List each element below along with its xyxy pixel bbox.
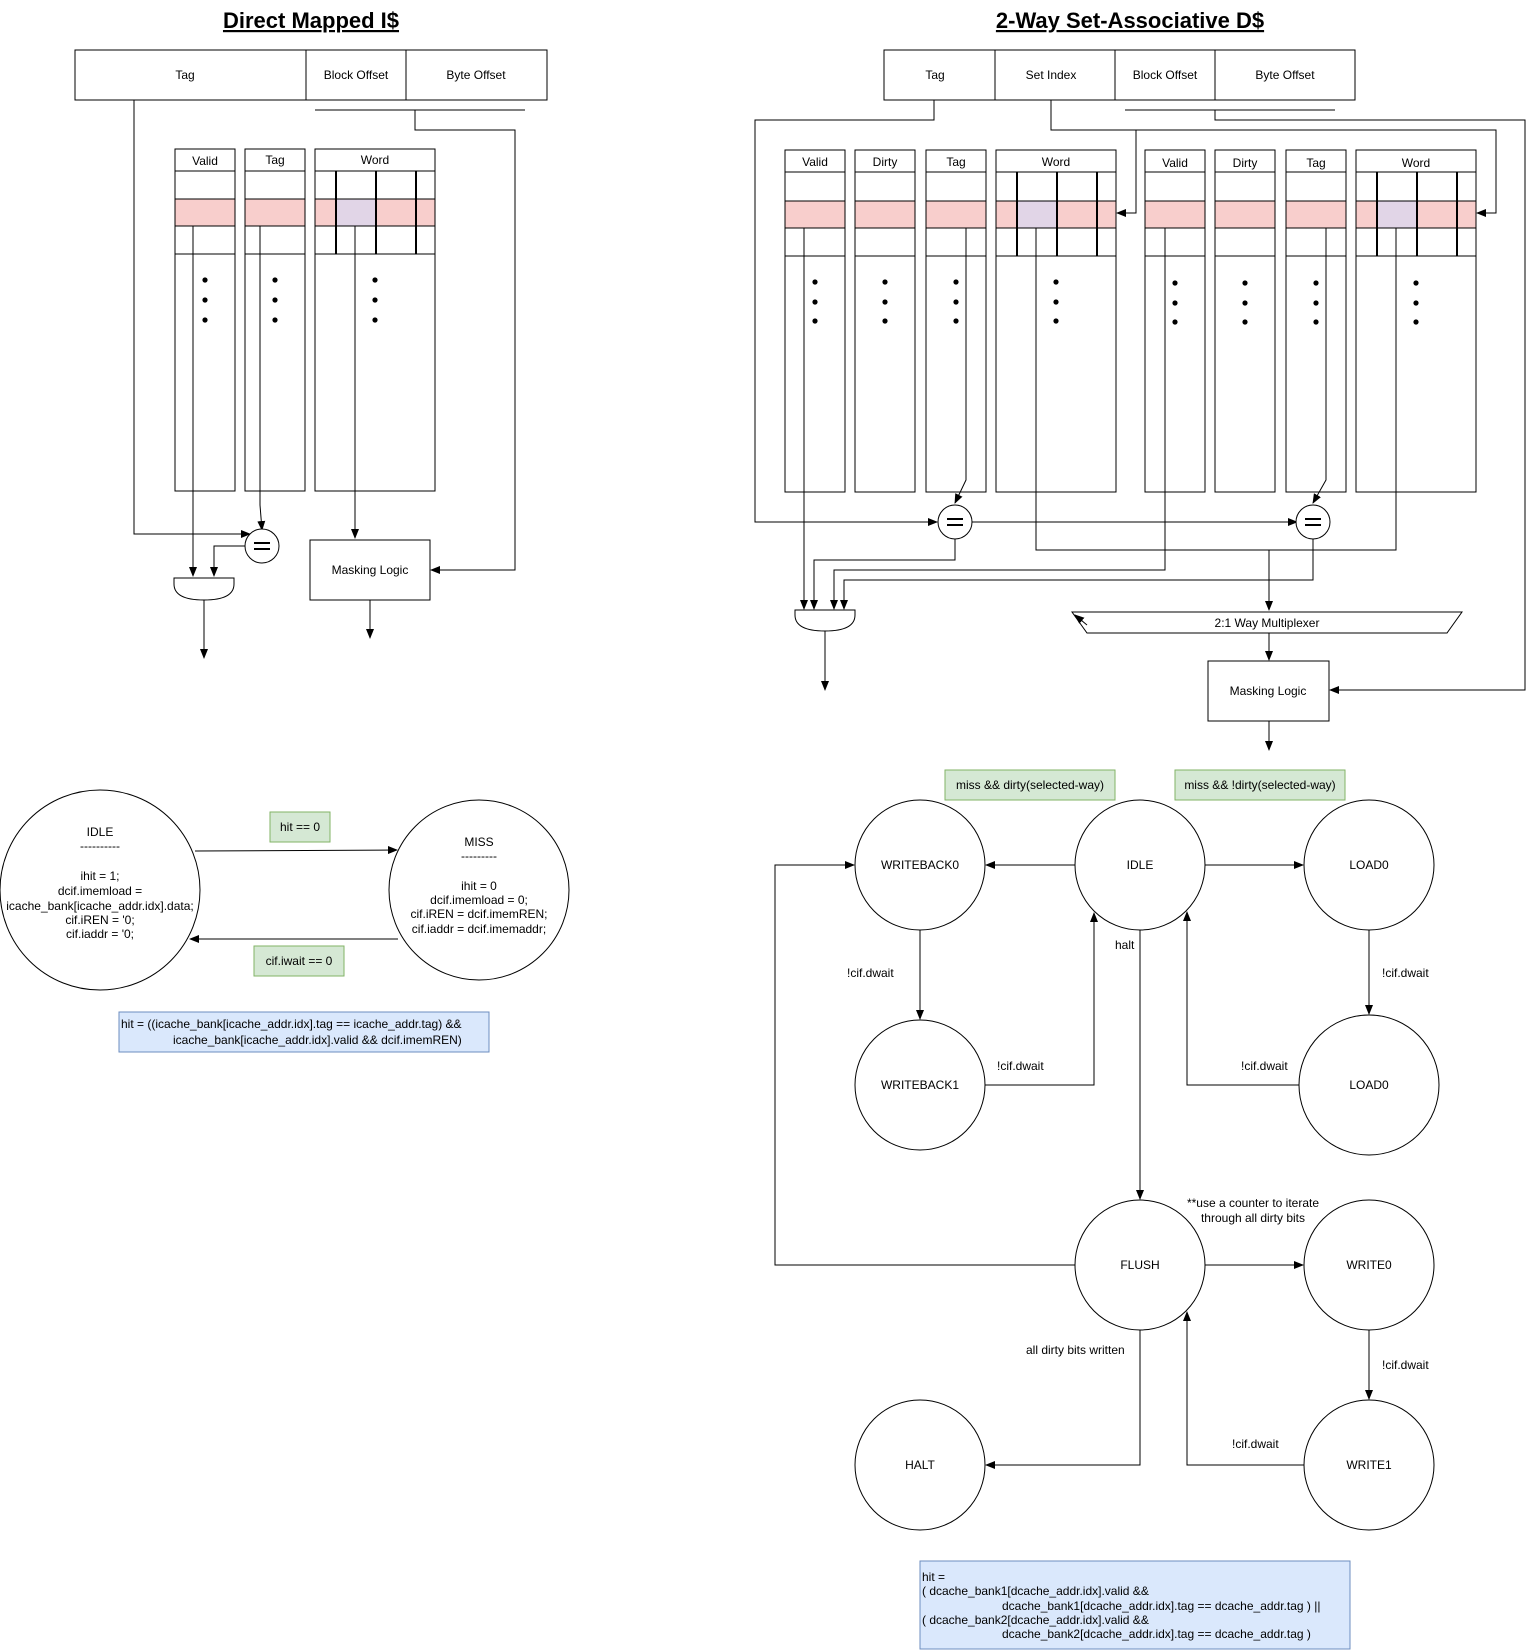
- icache-col-tag: Tag: [265, 153, 284, 167]
- dcache-cond-dirty: miss && dirty(selected-way): [956, 778, 1104, 792]
- dcache-lbl-load0-dwait: !cif.dwait: [1382, 966, 1429, 980]
- dcache-state-idle: IDLE: [1127, 858, 1154, 872]
- dcache-b1-col-word: Word: [1042, 155, 1070, 169]
- dcache-lbl-all-written: all dirty bits written: [1026, 1343, 1125, 1357]
- svg-text:----------: ----------: [80, 839, 120, 853]
- svg-text:cif.iaddr = '0;: cif.iaddr = '0;: [66, 927, 134, 941]
- svg-text:cif.iaddr = dcif.imemaddr;: cif.iaddr = dcif.imemaddr;: [412, 922, 546, 936]
- icache-state-idle: [0, 789, 201, 991]
- svg-text:dcif.imemload =: dcif.imemload =: [58, 884, 142, 898]
- dcache-state-load0-b: LOAD0: [1349, 1078, 1389, 1092]
- svg-text:icache_bank[icache_addr.idx].d: icache_bank[icache_addr.idx].data;: [6, 899, 193, 913]
- dcache-fsm: miss && dirty(selected-way) miss && !dir…: [774, 769, 1440, 1650]
- dcache-b2-col-valid: Valid: [1162, 156, 1188, 170]
- svg-text:IDLE: IDLE: [87, 825, 114, 839]
- dcache-counter-note-1: **use a counter to iterate: [1187, 1196, 1319, 1210]
- dcache-state-halt: HALT: [905, 1458, 935, 1472]
- dcache-addr-tag: Tag: [925, 68, 944, 82]
- icache-datapath: Masking Logic: [133, 100, 516, 659]
- svg-text:dcif.imemload = 0;: dcif.imemload = 0;: [430, 893, 528, 907]
- svg-text:MISS: MISS: [464, 835, 493, 849]
- dcache-mux-label: 2:1 Way Multiplexer: [1215, 616, 1320, 630]
- svg-text:cif.iREN = dcif.imemREN;: cif.iREN = dcif.imemREN;: [410, 907, 547, 921]
- icache-addr-tag: Tag: [175, 68, 194, 82]
- dcache-hit-eq-4: ( dcache_bank2[dcache_addr.idx].valid &&: [922, 1613, 1149, 1627]
- dcache-lbl-wb0-dwait: !cif.dwait: [847, 966, 894, 980]
- dcache-state-load0-a: LOAD0: [1349, 858, 1389, 872]
- dcache-state-writeback1: WRITEBACK1: [881, 1078, 959, 1092]
- dcache-masking-label: Masking Logic: [1230, 684, 1307, 698]
- icache-hit-eq-2: icache_bank[icache_addr.idx].valid && dc…: [173, 1033, 462, 1047]
- icache-hit-eq-1: hit = ((icache_bank[icache_addr.idx].tag…: [121, 1017, 462, 1031]
- dcache-datapath: 2:1 Way Multiplexer Masking Logic: [754, 100, 1526, 751]
- dcache-address: Tag Set Index Block Offset Byte Offset: [883, 49, 1356, 111]
- dcache-hit-eq-1: hit =: [922, 1570, 945, 1584]
- dcache-counter-note-2: through all dirty bits: [1201, 1211, 1305, 1225]
- icache-col-valid: Valid: [192, 154, 218, 168]
- svg-text:cif.iREN = '0;: cif.iREN = '0;: [65, 913, 134, 927]
- dcache-addr-block-offset: Block Offset: [1133, 68, 1198, 82]
- dcache-state-flush: FLUSH: [1120, 1258, 1159, 1272]
- dcache-title: 2-Way Set-Associative D$: [996, 8, 1264, 33]
- dcache-b1-col-dirty: Dirty: [873, 155, 898, 169]
- dcache-hit-eq-2: ( dcache_bank1[dcache_addr.idx].valid &&: [922, 1584, 1149, 1598]
- dcache-lbl-write1-dwait: !cif.dwait: [1232, 1437, 1279, 1451]
- icache-iwait-cond: cif.iwait == 0: [266, 954, 333, 968]
- dcache-addr-set-index: Set Index: [1026, 68, 1077, 82]
- dcache-lbl-wb1-dwait: !cif.dwait: [997, 1059, 1044, 1073]
- dcache-hit-eq-3: dcache_bank1[dcache_addr.idx].tag == dca…: [1002, 1599, 1320, 1613]
- svg-text:ihit = 0: ihit = 0: [461, 879, 497, 893]
- icache-masking-label: Masking Logic: [332, 563, 409, 577]
- dcache-hit-eq-5: dcache_bank2[dcache_addr.idx].tag == dca…: [1002, 1627, 1311, 1641]
- icache-addr-byte-offset: Byte Offset: [446, 68, 506, 82]
- icache-title: Direct Mapped I$: [223, 8, 399, 33]
- dcache-b2-col-dirty: Dirty: [1233, 156, 1258, 170]
- dcache-state-write0: WRITE0: [1346, 1258, 1392, 1272]
- dcache-lbl-write0-dwait: !cif.dwait: [1382, 1358, 1429, 1372]
- icache-hit-cond: hit == 0: [280, 820, 320, 834]
- dcache-b2-col-word: Word: [1402, 156, 1430, 170]
- icache-col-word: Word: [361, 153, 389, 167]
- dcache-lbl-load1-dwait: !cif.dwait: [1241, 1059, 1288, 1073]
- dcache-bank2: Valid Dirty Tag Word: [1144, 149, 1477, 493]
- dcache-addr-byte-offset: Byte Offset: [1255, 68, 1315, 82]
- icache-table: Valid Tag Word: [174, 148, 436, 492]
- icache-fsm: IDLE ---------- ihit = 1; dcif.imemload …: [0, 789, 570, 1053]
- dcache-lbl-halt: halt: [1115, 938, 1135, 952]
- dcache-b2-col-tag: Tag: [1306, 156, 1325, 170]
- dcache-cond-clean: miss && !dirty(selected-way): [1184, 778, 1335, 792]
- svg-text:ihit = 1;: ihit = 1;: [80, 869, 119, 883]
- icache-addr-block-offset: Block Offset: [324, 68, 389, 82]
- dcache-b1-col-valid: Valid: [802, 155, 828, 169]
- dcache-bank1: Valid Dirty Tag Word: [784, 149, 1117, 493]
- dcache-state-write1: WRITE1: [1346, 1458, 1392, 1472]
- svg-text:---------: ---------: [461, 849, 497, 863]
- dcache-state-writeback0: WRITEBACK0: [881, 858, 959, 872]
- dcache-b1-col-tag: Tag: [946, 155, 965, 169]
- icache-state-miss: [388, 799, 570, 981]
- icache-address: Tag Block Offset Byte Offset: [74, 49, 548, 111]
